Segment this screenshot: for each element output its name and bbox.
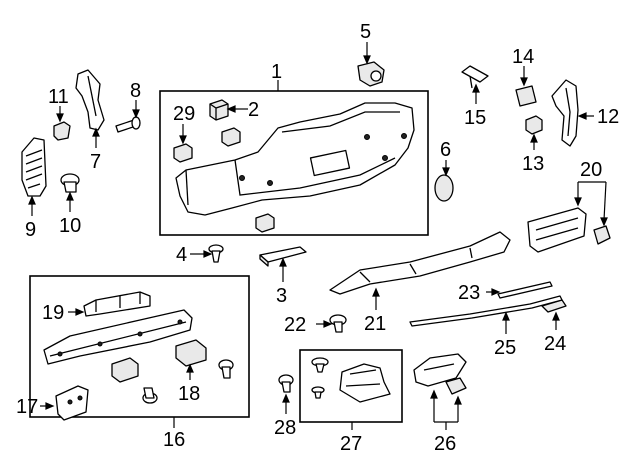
callout-18: 18 xyxy=(178,383,200,405)
callout-27: 27 xyxy=(340,433,362,455)
callout-25: 25 xyxy=(494,337,516,359)
clip-part-29 xyxy=(173,127,275,233)
clip-part-5 xyxy=(357,61,385,87)
trim-strip-part-3 xyxy=(259,246,307,267)
screw-part-8 xyxy=(115,116,141,133)
callout-labels: 1 2 4 5 6 7 8 9 10 11 12 13 14 15 16 17 … xyxy=(16,21,619,455)
callout-22: 22 xyxy=(284,314,306,336)
bracket-part-19 xyxy=(83,291,151,317)
callout-28: 28 xyxy=(274,417,296,439)
push-clip-part-4 xyxy=(208,244,224,263)
callout-2: 2 xyxy=(248,99,259,121)
weatherstrip-part-25 xyxy=(409,295,563,327)
clip-part-2 xyxy=(209,99,229,121)
callout-8: 8 xyxy=(130,80,141,102)
bracket-part-12 xyxy=(551,79,579,147)
grommet-part-10 xyxy=(60,173,80,193)
bracket-part-18 xyxy=(111,339,207,383)
callout-13: 13 xyxy=(522,153,544,175)
callout-26: 26 xyxy=(434,433,456,455)
callout-9: 9 xyxy=(25,219,36,241)
callout-17: 17 xyxy=(16,396,38,418)
strip-part-23 xyxy=(497,281,553,299)
callout-10: 10 xyxy=(59,215,81,237)
bracket-part-17 xyxy=(55,385,89,421)
callout-23: 23 xyxy=(458,282,480,304)
callout-3: 3 xyxy=(276,285,287,307)
callout-1: 1 xyxy=(271,61,282,83)
group-box-1 xyxy=(159,90,429,236)
callout-29: 29 xyxy=(173,103,195,125)
plate-part-20 xyxy=(527,207,611,253)
trim-panel-part xyxy=(175,102,415,216)
leader-lines xyxy=(28,42,608,430)
duct-part-9 xyxy=(21,137,47,197)
clip-part-28 xyxy=(278,374,294,393)
cover-part-27 xyxy=(311,357,391,403)
callout-14: 14 xyxy=(512,46,534,68)
callout-6: 6 xyxy=(440,139,451,161)
callout-19: 19 xyxy=(42,302,64,324)
pad-part-14 xyxy=(515,85,537,107)
reinforcement-part-16 xyxy=(43,309,193,365)
callout-11: 11 xyxy=(48,86,69,108)
callout-5: 5 xyxy=(360,21,371,43)
callout-24: 24 xyxy=(544,333,566,355)
group-box-16 xyxy=(29,275,250,418)
bolts-part-18 xyxy=(142,359,234,404)
callout-12: 12 xyxy=(597,106,619,128)
clip-part-13 xyxy=(525,115,543,135)
clip-part-22 xyxy=(329,314,347,333)
callout-15: 15 xyxy=(464,107,486,129)
callout-4: 4 xyxy=(176,244,187,266)
lamp-part-26 xyxy=(413,353,467,395)
callout-7: 7 xyxy=(90,151,101,173)
callout-16: 16 xyxy=(163,429,185,451)
rail-part-21 xyxy=(329,231,511,295)
clip-part-11 xyxy=(53,121,71,141)
callout-20: 20 xyxy=(580,159,602,181)
clip-part-15 xyxy=(461,65,489,89)
cap-part-6 xyxy=(434,174,454,202)
bracket-part-7 xyxy=(75,69,105,131)
callout-21: 21 xyxy=(364,313,386,335)
group-box-27 xyxy=(299,349,403,423)
